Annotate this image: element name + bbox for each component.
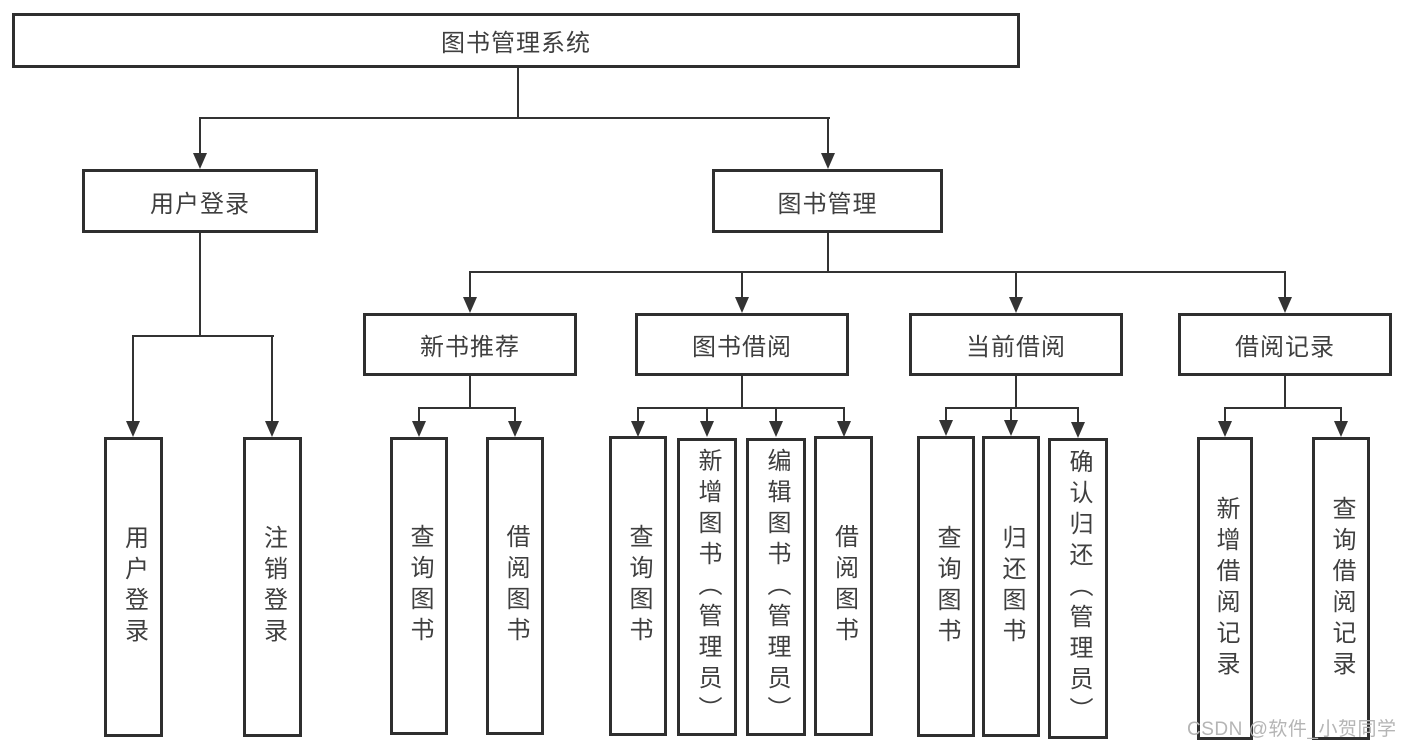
node-label: 新增图书（管理员）: [694, 447, 721, 727]
leaf-br-query-record: 查询借阅记录: [1312, 437, 1370, 740]
node-user-login: 用户登录: [82, 169, 318, 233]
node-label: 用户登录: [150, 190, 250, 218]
node-label: 确认归还（管理员）: [1065, 449, 1092, 728]
leaf-cb-query-books: 查询图书: [917, 436, 975, 737]
connector-new-book-branch: [418, 407, 516, 409]
arrow-to-new-book-recommend: [462, 272, 478, 313]
arrow-to-bb-borrow: [836, 408, 852, 437]
arrow-to-nb-borrow: [507, 408, 523, 437]
leaf-nb-borrow-books: 借阅图书: [486, 437, 544, 735]
connector-level3-branch: [469, 271, 1286, 273]
node-label: 归还图书: [998, 524, 1025, 649]
node-label: 借阅记录: [1235, 334, 1335, 361]
arrow-to-book-borrowing: [734, 272, 750, 313]
connector-book-borrow-stem: [741, 376, 743, 409]
leaf-bb-edit-books-admin: 编辑图书（管理员）: [746, 438, 806, 736]
arrow-to-cb-query: [938, 408, 954, 436]
connector-current-borrow-stem: [1015, 376, 1017, 409]
arrow-to-cb-confirm: [1070, 408, 1086, 438]
arrow-to-book-management: [820, 118, 836, 169]
arrow-to-logout-leaf: [264, 336, 280, 437]
arrow-to-current-borrowing: [1008, 272, 1024, 313]
leaf-br-add-record: 新增借阅记录: [1197, 437, 1253, 740]
node-label: 借阅图书: [830, 524, 858, 648]
arrow-to-user-login: [192, 118, 208, 169]
leaf-bb-add-books-admin: 新增图书（管理员）: [677, 438, 737, 736]
node-label: 查询图书: [625, 524, 652, 648]
node-label: 新增借阅记录: [1212, 495, 1239, 682]
connector-root-stem: [517, 68, 519, 119]
node-label: 图书借阅: [692, 334, 792, 361]
csdn-watermark: CSDN @软件_小贺同学: [1187, 719, 1397, 740]
node-library-system: 图书管理系统: [12, 13, 1020, 68]
node-label: 图书管理: [777, 190, 878, 218]
arrow-to-br-query: [1333, 408, 1349, 437]
node-label: 编辑图书（管理员）: [763, 447, 790, 727]
leaf-cb-return-books: 归还图书: [982, 436, 1040, 737]
node-label: 新书推荐: [420, 334, 520, 361]
arrow-to-cb-return: [1003, 408, 1019, 436]
node-label: 查询借阅记录: [1328, 495, 1355, 682]
leaf-user-login: 用户登录: [104, 437, 163, 737]
node-label: 借阅图书: [502, 524, 529, 648]
node-label: 注销登录: [259, 525, 287, 649]
connector-user-login-branch: [132, 335, 274, 337]
arrow-to-nb-query: [411, 408, 427, 437]
leaf-bb-borrow-books: 借阅图书: [814, 436, 873, 736]
node-book-borrowing: 图书借阅: [635, 313, 849, 376]
leaf-cb-confirm-return-admin: 确认归还（管理员）: [1048, 438, 1108, 739]
connector-borrow-records-branch: [1224, 407, 1342, 409]
node-label: 查询图书: [933, 524, 960, 649]
node-book-management: 图书管理: [712, 169, 943, 233]
node-label: 当前借阅: [966, 334, 1066, 361]
node-new-book-recommend: 新书推荐: [363, 313, 577, 376]
connector-level2-branch: [199, 117, 830, 119]
node-current-borrowing: 当前借阅: [909, 313, 1123, 376]
node-label: 图书管理系统: [441, 30, 591, 57]
arrow-to-borrowing-records: [1277, 272, 1293, 313]
leaf-bb-query-books: 查询图书: [609, 436, 667, 736]
arrow-to-bb-query: [630, 408, 646, 437]
connector-book-management-stem: [827, 233, 829, 273]
leaf-logout: 注销登录: [243, 437, 302, 737]
arrow-to-user-login-leaf: [125, 336, 141, 437]
arrow-to-br-add: [1217, 408, 1233, 437]
arrow-to-bb-add: [699, 408, 715, 437]
leaf-nb-query-books: 查询图书: [390, 437, 448, 735]
connector-current-borrow-branch: [945, 407, 1079, 409]
connector-user-login-stem: [199, 233, 201, 336]
node-borrowing-records: 借阅记录: [1178, 313, 1392, 376]
node-label: 查询图书: [406, 524, 433, 648]
connector-new-book-stem: [469, 376, 471, 409]
connector-borrow-records-stem: [1284, 376, 1286, 409]
arrow-to-bb-edit: [768, 408, 784, 437]
connector-book-borrow-branch: [637, 407, 845, 409]
node-label: 用户登录: [120, 525, 148, 649]
